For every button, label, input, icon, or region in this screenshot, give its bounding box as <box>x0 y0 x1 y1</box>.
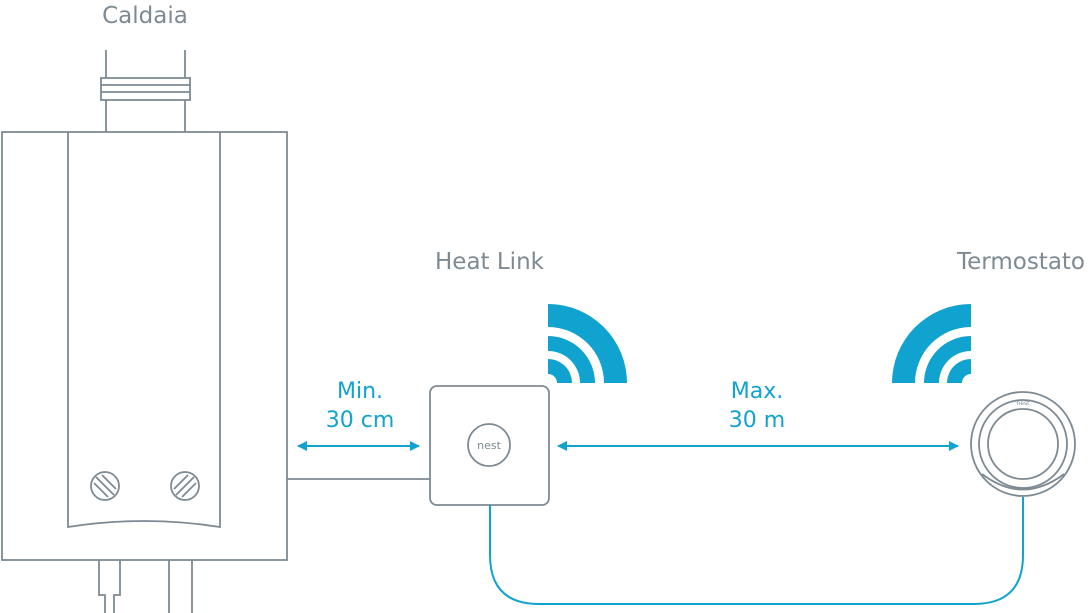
min-distance: Min. 30 cm <box>297 379 420 451</box>
heat-link-signal-icon <box>548 304 627 383</box>
min-label: Min. <box>337 379 383 404</box>
thermostat-signal-icon <box>892 304 971 383</box>
boiler-screw-left <box>90 471 120 501</box>
thermostat-label: Termostato <box>956 249 1085 275</box>
thermostat-outer-ring <box>970 391 1076 497</box>
max-value: 30 m <box>729 408 785 433</box>
heat-link-logo: nest <box>477 439 501 452</box>
boiler-screw-right <box>170 471 200 501</box>
thermostat-bottom-edge <box>981 473 1065 491</box>
thermostat-display <box>987 408 1059 480</box>
boiler-body <box>1 131 288 561</box>
max-label: Max. <box>731 379 783 404</box>
boiler-pipes <box>98 560 193 613</box>
thermostat-logo: nest <box>1017 400 1031 407</box>
min-value: 30 cm <box>326 408 395 433</box>
max-distance: Max. 30 m <box>557 379 959 451</box>
boiler: Caldaia <box>1 3 288 613</box>
heatlink-thermostat-cable <box>489 497 1024 605</box>
boiler-flue <box>100 50 191 132</box>
thermostat-mid-ring <box>978 399 1068 489</box>
boiler-label: Caldaia <box>102 3 188 29</box>
heat-link: Heat Link nest <box>429 249 550 506</box>
heat-link-logo-circle <box>467 423 511 467</box>
thermostat: Termostato nest <box>956 249 1085 497</box>
boiler-front-panel <box>67 132 221 529</box>
heat-link-label: Heat Link <box>435 249 545 275</box>
